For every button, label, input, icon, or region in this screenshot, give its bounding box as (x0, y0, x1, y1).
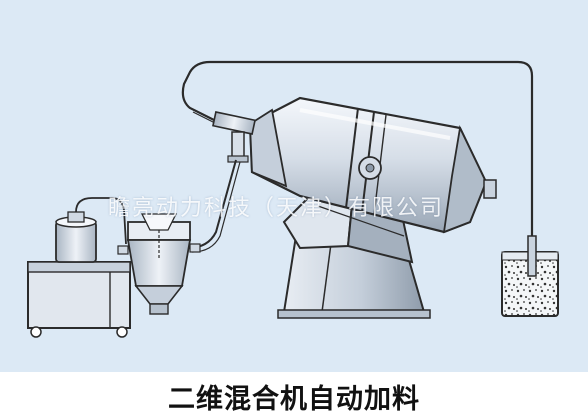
powder-tank (501, 235, 559, 317)
vacuum-hose (75, 197, 127, 245)
transfer-hose (181, 60, 534, 238)
figure-caption: 二维混合机自动加料 (168, 383, 420, 415)
watermark: 瞻亮动力科技（天津）有限公司 (108, 196, 445, 221)
mixing-drum (248, 96, 497, 234)
mixer-feeding-diagram (27, 60, 559, 338)
drum-inlet-valve (212, 111, 256, 163)
diagram-panel: 瞻亮动力科技（天津）有限公司 (0, 0, 588, 372)
vacuum-hopper (117, 213, 201, 315)
vacuum-pump-unit (27, 211, 131, 338)
